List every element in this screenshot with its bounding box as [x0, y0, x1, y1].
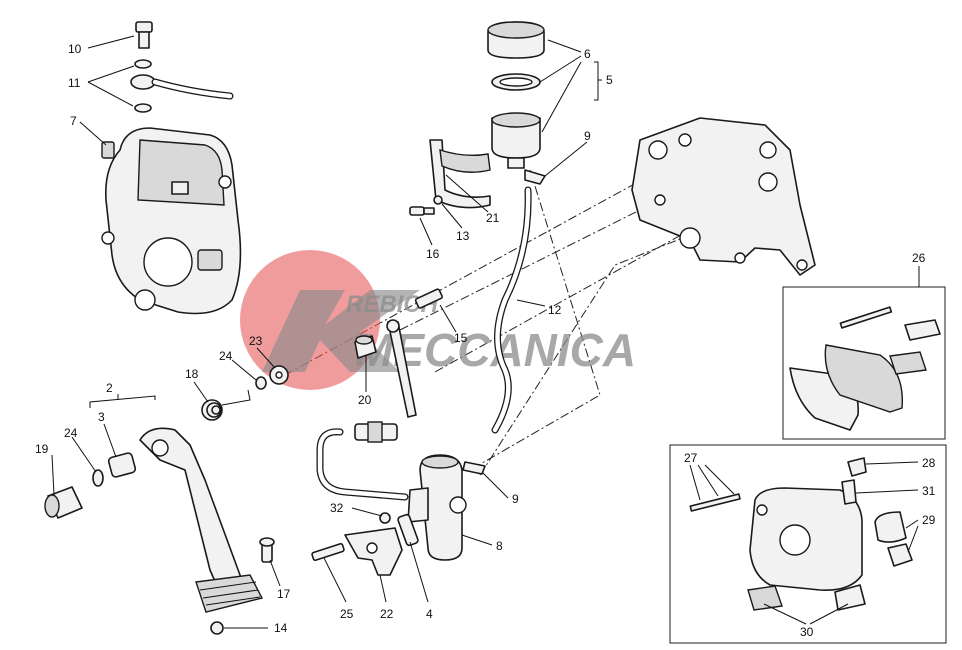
callout-5: 5	[606, 73, 613, 87]
reservoir-hose	[491, 186, 532, 434]
rear-master-cylinder	[407, 454, 467, 561]
brake-pedal	[139, 427, 264, 613]
return-spring	[201, 389, 251, 421]
banjo-bolt-assembly	[130, 21, 234, 113]
pivot-washers	[255, 365, 289, 390]
callout-3: 3	[98, 410, 105, 424]
callout-29: 29	[922, 513, 936, 527]
callout-16: 16	[426, 247, 440, 261]
callout-32: 32	[330, 501, 344, 515]
callout-26: 26	[912, 251, 926, 265]
inset-caliper-parts	[669, 444, 947, 644]
frame-mount-bracket	[631, 117, 816, 276]
master-cylinder-pushrod	[386, 288, 443, 418]
callout-13: 13	[456, 229, 470, 243]
reservoir-bracket	[409, 139, 491, 216]
callout-11: 11	[68, 76, 81, 90]
callout-21: 21	[486, 211, 500, 225]
inset-brake-pads	[782, 286, 946, 440]
callout-31: 31	[922, 484, 936, 498]
callout-24-upper: 24	[219, 349, 233, 363]
callout-9-lower: 9	[512, 492, 519, 506]
callout-27: 27	[684, 451, 698, 465]
hose-clip-lower	[462, 461, 486, 475]
callout-8: 8	[496, 539, 503, 553]
caliper-bleed-valve	[101, 141, 115, 159]
callout-4: 4	[426, 607, 433, 621]
callout-17: 17	[277, 587, 291, 601]
pedal-stop-stud	[210, 537, 275, 635]
callout-25: 25	[340, 607, 354, 621]
callout-15: 15	[454, 331, 468, 345]
leader-lines	[51, 35, 920, 629]
callout-7: 7	[70, 114, 77, 128]
callout-20: 20	[358, 393, 372, 407]
pivot-bushing	[354, 335, 377, 359]
callout-22: 22	[380, 607, 394, 621]
callout-28: 28	[922, 456, 936, 470]
callout-24-lower: 24	[64, 426, 78, 440]
callout-30: 30	[800, 625, 814, 639]
callout-2: 2	[106, 381, 113, 395]
brake-fluid-reservoir	[487, 21, 546, 185]
callout-14: 14	[274, 621, 288, 635]
callout-19: 19	[35, 442, 49, 456]
watermark-k-shape	[262, 290, 420, 372]
rear-caliper	[101, 127, 242, 315]
callout-9-upper: 9	[584, 129, 591, 143]
callout-10: 10	[68, 42, 82, 56]
pedal-pivot-parts	[44, 452, 137, 519]
callout-6: 6	[584, 47, 591, 61]
callout-23: 23	[249, 334, 263, 348]
master-cylinder-bracket	[311, 512, 419, 576]
callout-labels: 10 11 7 6 5 9 21 13 16 12 15 23 24 18 20…	[35, 42, 936, 639]
brake-light-switch	[316, 421, 409, 501]
callout-12: 12	[548, 303, 562, 317]
callout-18: 18	[185, 367, 199, 381]
